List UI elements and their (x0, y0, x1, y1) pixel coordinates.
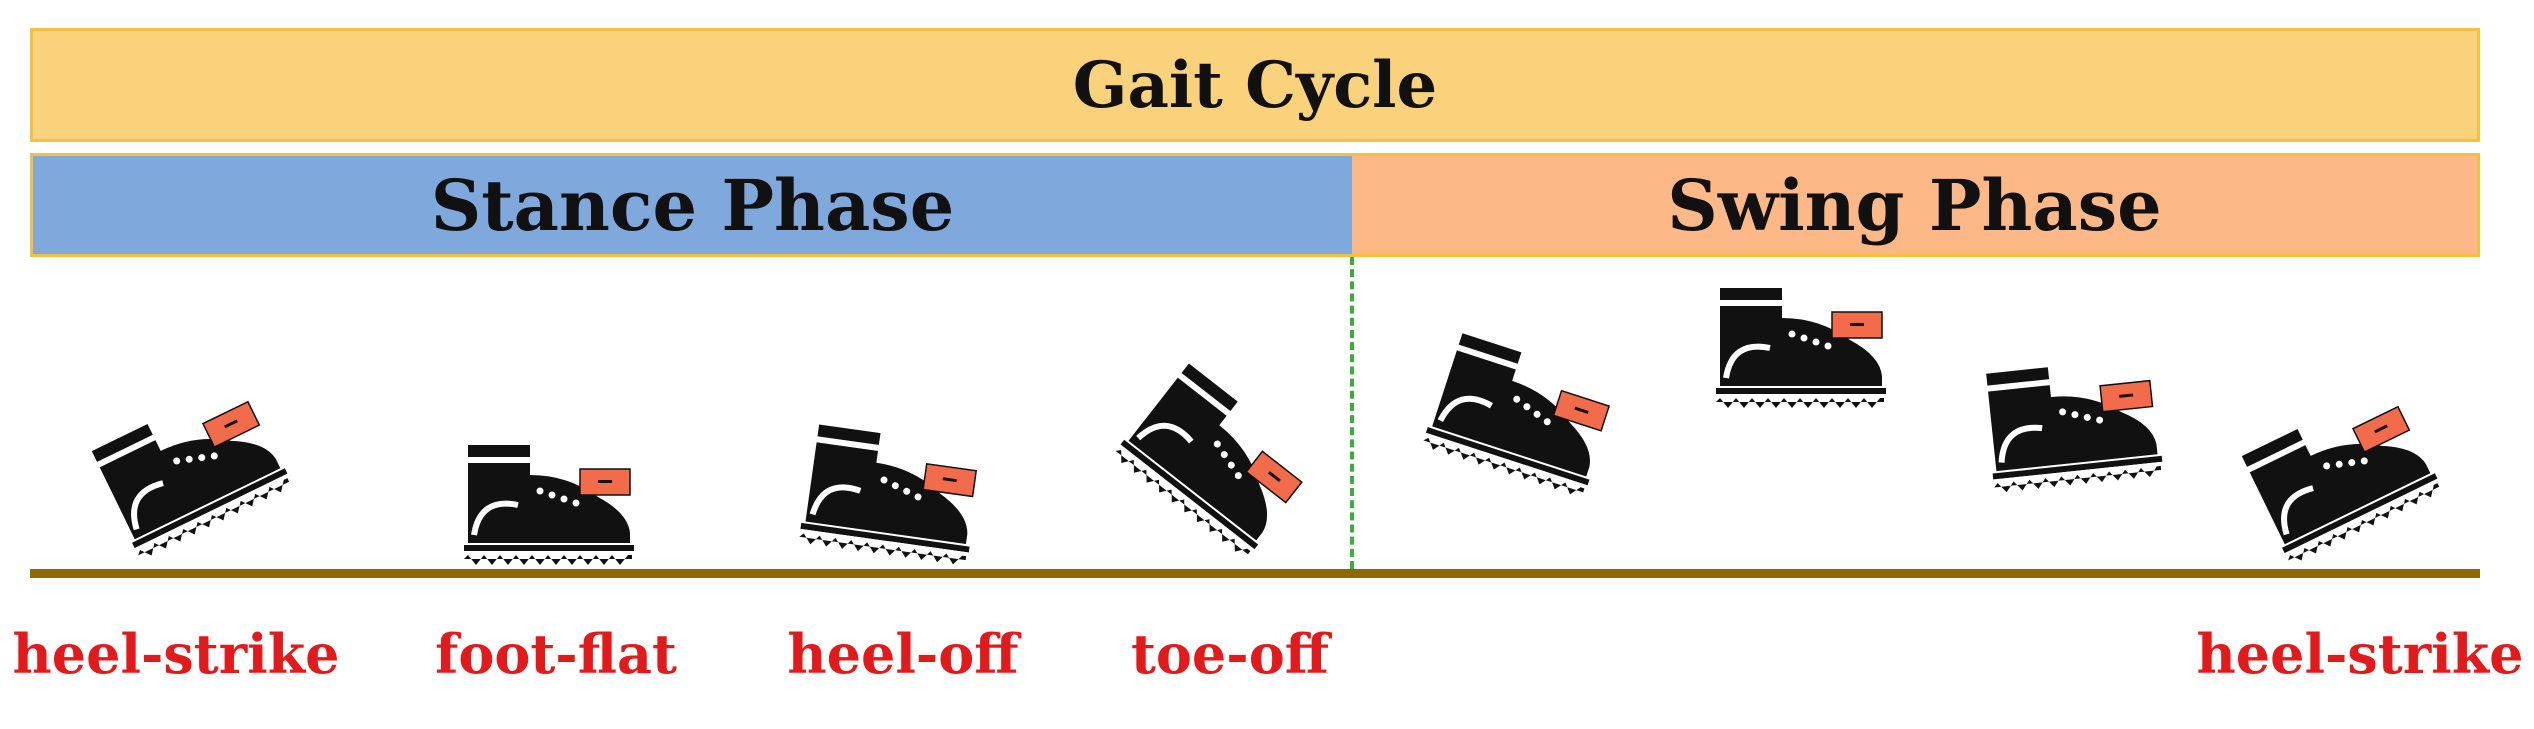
boot-icon-heel-strike-end (2240, 405, 2440, 545)
event-label-heel-strike-end: heel-strike (2196, 622, 2524, 686)
event-label-foot-flat: foot-flat (435, 622, 677, 686)
event-label-toe-off: toe-off (1130, 622, 1330, 686)
boot-icon-heel-strike (90, 400, 290, 540)
swing-phase-label: Swing Phase (1667, 163, 2162, 247)
event-label-heel-off: heel-off (787, 622, 1019, 686)
boot-icon-swing-early (1420, 345, 1620, 485)
ground-line (30, 569, 2480, 578)
boot-icon-swing-late (1972, 355, 2172, 495)
gait-cycle-bar: Gait Cycle (30, 28, 2480, 142)
boot-icon-foot-flat (448, 435, 648, 575)
swing-phase-bar: Swing Phase (1352, 153, 2480, 257)
boot-icon-heel-off (790, 425, 990, 565)
stance-phase-bar: Stance Phase (30, 153, 1352, 257)
gait-cycle-title: Gait Cycle (1072, 47, 1438, 123)
stance-phase-label: Stance Phase (430, 163, 955, 247)
boot-icon-swing-mid (1700, 278, 1900, 418)
boot-icon-toe-off (1115, 390, 1315, 530)
stance-swing-divider (1350, 257, 1354, 569)
event-label-heel-strike: heel-strike (12, 622, 340, 686)
